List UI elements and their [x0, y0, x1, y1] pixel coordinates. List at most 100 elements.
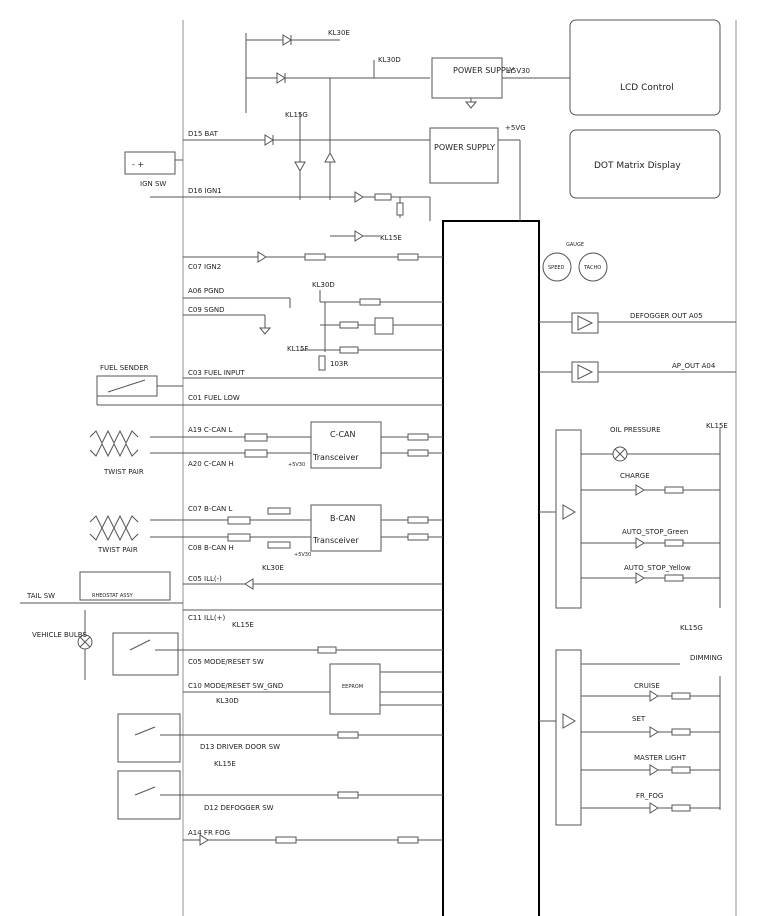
resistor-icon [318, 355, 326, 371]
label-kl30e-mid: KL30E [262, 564, 284, 572]
led-icon [635, 537, 645, 549]
resistor-icon [339, 321, 359, 329]
label-c07-b-can-l: C07 B-CAN L [188, 505, 232, 513]
switch-icon [129, 639, 151, 651]
resistor-icon [664, 486, 684, 494]
diode-icon [354, 191, 364, 203]
power-supply-1 [431, 57, 503, 99]
lamp-driver-block [555, 649, 582, 826]
resistor-icon [407, 533, 429, 541]
resistor-icon [407, 449, 429, 457]
switch-icon [134, 786, 156, 796]
battery-icon [124, 151, 176, 175]
opamp-icon [374, 317, 394, 335]
ground-icon [464, 101, 478, 109]
label-kl15e-3: KL15E [232, 621, 254, 629]
label-d13-driver-door: D13 DRIVER DOOR SW [200, 743, 280, 751]
diode-icon [264, 134, 274, 146]
label-kl15f: KL15F [287, 345, 308, 353]
label-transceiver-1: Transceiver [312, 453, 359, 462]
label-twist-pair-1: TWIST PAIR [103, 468, 144, 476]
label-charge: CHARGE [620, 472, 650, 480]
c-can-transceiver [310, 421, 382, 469]
resistor-icon [397, 253, 419, 261]
led-icon [649, 764, 659, 776]
label-kl30d-low: KL30D [216, 697, 239, 705]
label-v5-30: +5V30 [506, 67, 530, 75]
led-icon [635, 484, 645, 496]
label-c09-sgnd: C09 SGND [188, 306, 225, 314]
resistor-icon [374, 193, 392, 201]
dot-matrix-box [569, 129, 721, 199]
label-a14-fr-fog: A14 FR FOG [188, 829, 230, 837]
resistor-icon [304, 253, 326, 261]
resistor-icon [396, 202, 404, 216]
resistor-icon [337, 791, 359, 799]
resistor-icon [397, 836, 419, 844]
label-d15-bat: D15 BAT [188, 130, 219, 138]
label-gauge: GAUGE [566, 242, 584, 248]
label-fr-fog: FR_FOG [636, 792, 663, 800]
dot-matrix-label: DOT Matrix Display [594, 161, 681, 171]
amplifier-icon [577, 315, 594, 331]
label-b-can: B-CAN [330, 514, 355, 523]
label-c03-fuel-input: C03 FUEL INPUT [188, 369, 245, 377]
rheostat-box [79, 571, 171, 601]
diode-icon [276, 72, 286, 84]
tacho-gauge [578, 252, 608, 282]
label-c10-mode-reset-gnd: C10 MODE/RESET SW_GND [188, 682, 283, 690]
label-rheostat: RHEOSTAT ASSY [92, 593, 134, 599]
resistor-icon [664, 574, 684, 582]
twist-pair-icon [89, 514, 139, 530]
diode-icon [294, 161, 306, 173]
label-fuel-sender: FUEL SENDER [100, 364, 149, 372]
label-ap-out: AP_OUT A04 [672, 362, 716, 370]
label-c05-ill-minus: C05 ILL(-) [188, 575, 222, 583]
svg-text:TACHO: TACHO [583, 265, 601, 271]
diode-icon [282, 34, 292, 46]
label-auto-stop-yellow: AUTO_STOP_Yellow [624, 564, 691, 572]
resistor-icon [671, 766, 691, 774]
resistor-icon [359, 298, 381, 306]
resistor-icon [671, 804, 691, 812]
switch-icon [134, 726, 156, 736]
resistor-icon [407, 433, 429, 441]
label-kl15e-2: KL15E [706, 422, 728, 430]
warning-driver-block [555, 429, 582, 609]
label-d12-defogger: D12 DEFOGGER SW [204, 804, 274, 812]
lcd-control-label: LCD Control [620, 83, 674, 93]
door-switch-box [117, 713, 181, 763]
mcu-block [442, 220, 540, 916]
led-icon [649, 802, 659, 814]
label-c11-ill-plus: C11 ILL(+) [188, 614, 225, 622]
label-d16-ign1: D16 IGN1 [188, 187, 222, 195]
label-c-can: C-CAN [330, 430, 356, 439]
label-a06-pgnd: A06 PGND [188, 287, 224, 295]
label-v5g: +5VG [505, 124, 526, 132]
svg-text:+5V30: +5V30 [294, 552, 311, 558]
amplifier-icon [577, 364, 594, 380]
svg-text:SPEED: SPEED [548, 265, 565, 271]
label-a19-c-can-l: A19 C-CAN L [188, 426, 232, 434]
led-icon [649, 690, 659, 702]
led-icon [649, 726, 659, 738]
svg-text:- +: - + [132, 160, 144, 169]
led-icon [635, 572, 645, 584]
diode-icon [324, 151, 336, 163]
lcd-control-box [569, 19, 721, 116]
diode-icon [354, 230, 364, 242]
resistor-icon [317, 646, 337, 654]
label-auto-stop-green: AUTO_STOP_Green [622, 528, 688, 536]
label-set: SET [632, 715, 646, 723]
label-tail-sw: TAIL SW [26, 592, 55, 600]
speed-gauge [542, 252, 572, 282]
label-cruise: CRUISE [634, 682, 660, 690]
amplifier-icon [562, 504, 576, 520]
resistor-icon [275, 836, 297, 844]
label-kl15g-right: KL15G [680, 624, 703, 632]
resistor-icon [339, 346, 359, 354]
power-supply-2 [429, 127, 499, 184]
label-kl15e-1: KL15E [380, 234, 402, 242]
label-kl30d-top: KL30D [378, 56, 401, 64]
